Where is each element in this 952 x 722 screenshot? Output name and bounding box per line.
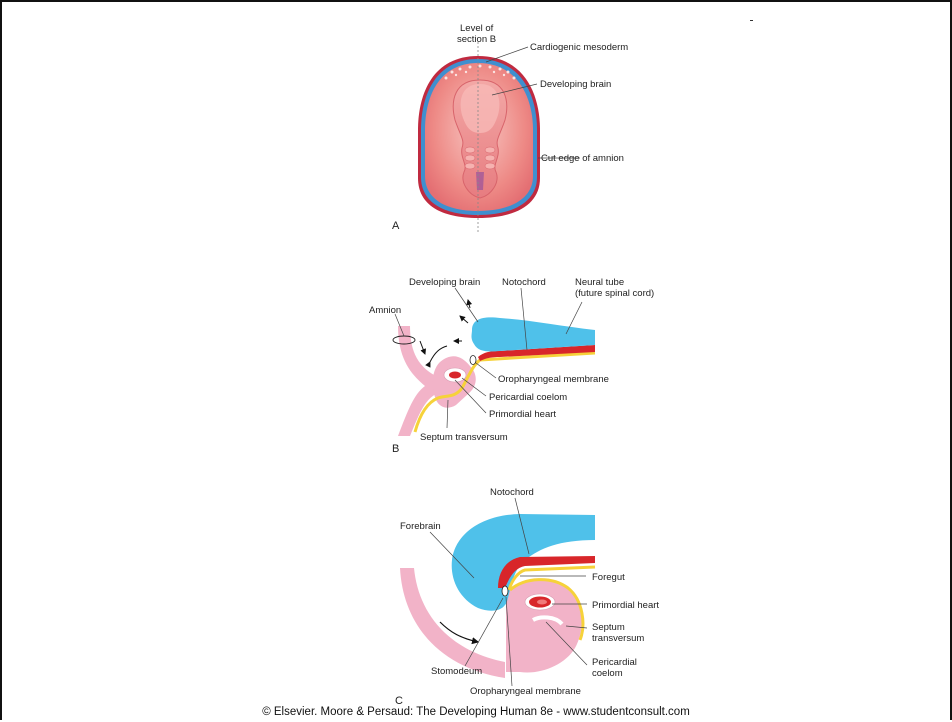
label-pericardial-c-1: Pericardial: [592, 657, 637, 668]
label-septum-c-1: Septum: [592, 622, 625, 633]
label-pericardial-c-2: coelom: [592, 668, 623, 679]
label-heart-c: Primordial heart: [592, 600, 659, 611]
panel-a: Level of section B Cardiogenic mesoderm …: [392, 23, 628, 232]
label-notochord-c: Notochord: [490, 487, 534, 498]
label-septum-b: Septum transversum: [420, 432, 508, 443]
copyright-caption: © Elsevier. Moore & Persaud: The Develop…: [0, 706, 952, 718]
label-stomodeum: Stomodeum: [431, 666, 482, 677]
label-cardiogenic-mesoderm: Cardiogenic mesoderm: [530, 42, 628, 53]
panel-b: Amnion Developing brain Notochord Neural…: [369, 277, 654, 455]
label-foregut: Foregut: [592, 572, 625, 583]
label-neural-tube: Neural tube: [575, 277, 624, 288]
septum-region-c: [506, 578, 582, 672]
label-pericardial-b: Pericardial coelom: [489, 392, 567, 403]
label-section-b: section B: [457, 34, 496, 45]
label-oropharyngeal-c: Oropharyngeal membrane: [470, 686, 581, 697]
label-forebrain: Forebrain: [400, 521, 441, 532]
label-oropharyngeal-b: Oropharyngeal membrane: [498, 374, 609, 385]
label-developing-brain-b: Developing brain: [409, 277, 480, 288]
label-notochord-b: Notochord: [502, 277, 546, 288]
label-heart-b: Primordial heart: [489, 409, 556, 420]
label-level-of: Level of: [460, 23, 494, 34]
label-septum-c-2: transversum: [592, 633, 644, 644]
label-future-spinal-cord: (future spinal cord): [575, 288, 654, 299]
label-cut-edge-amnion: Cut edge of amnion: [541, 153, 624, 164]
panel-letter-b: B: [392, 443, 399, 455]
label-developing-brain-a: Developing brain: [540, 79, 611, 90]
primordial-heart-b: [449, 372, 461, 379]
label-amnion: Amnion: [369, 305, 401, 316]
panel-letter-a: A: [392, 220, 400, 232]
panel-c: Notochord Forebrain Foregut Primordial h…: [395, 487, 659, 707]
